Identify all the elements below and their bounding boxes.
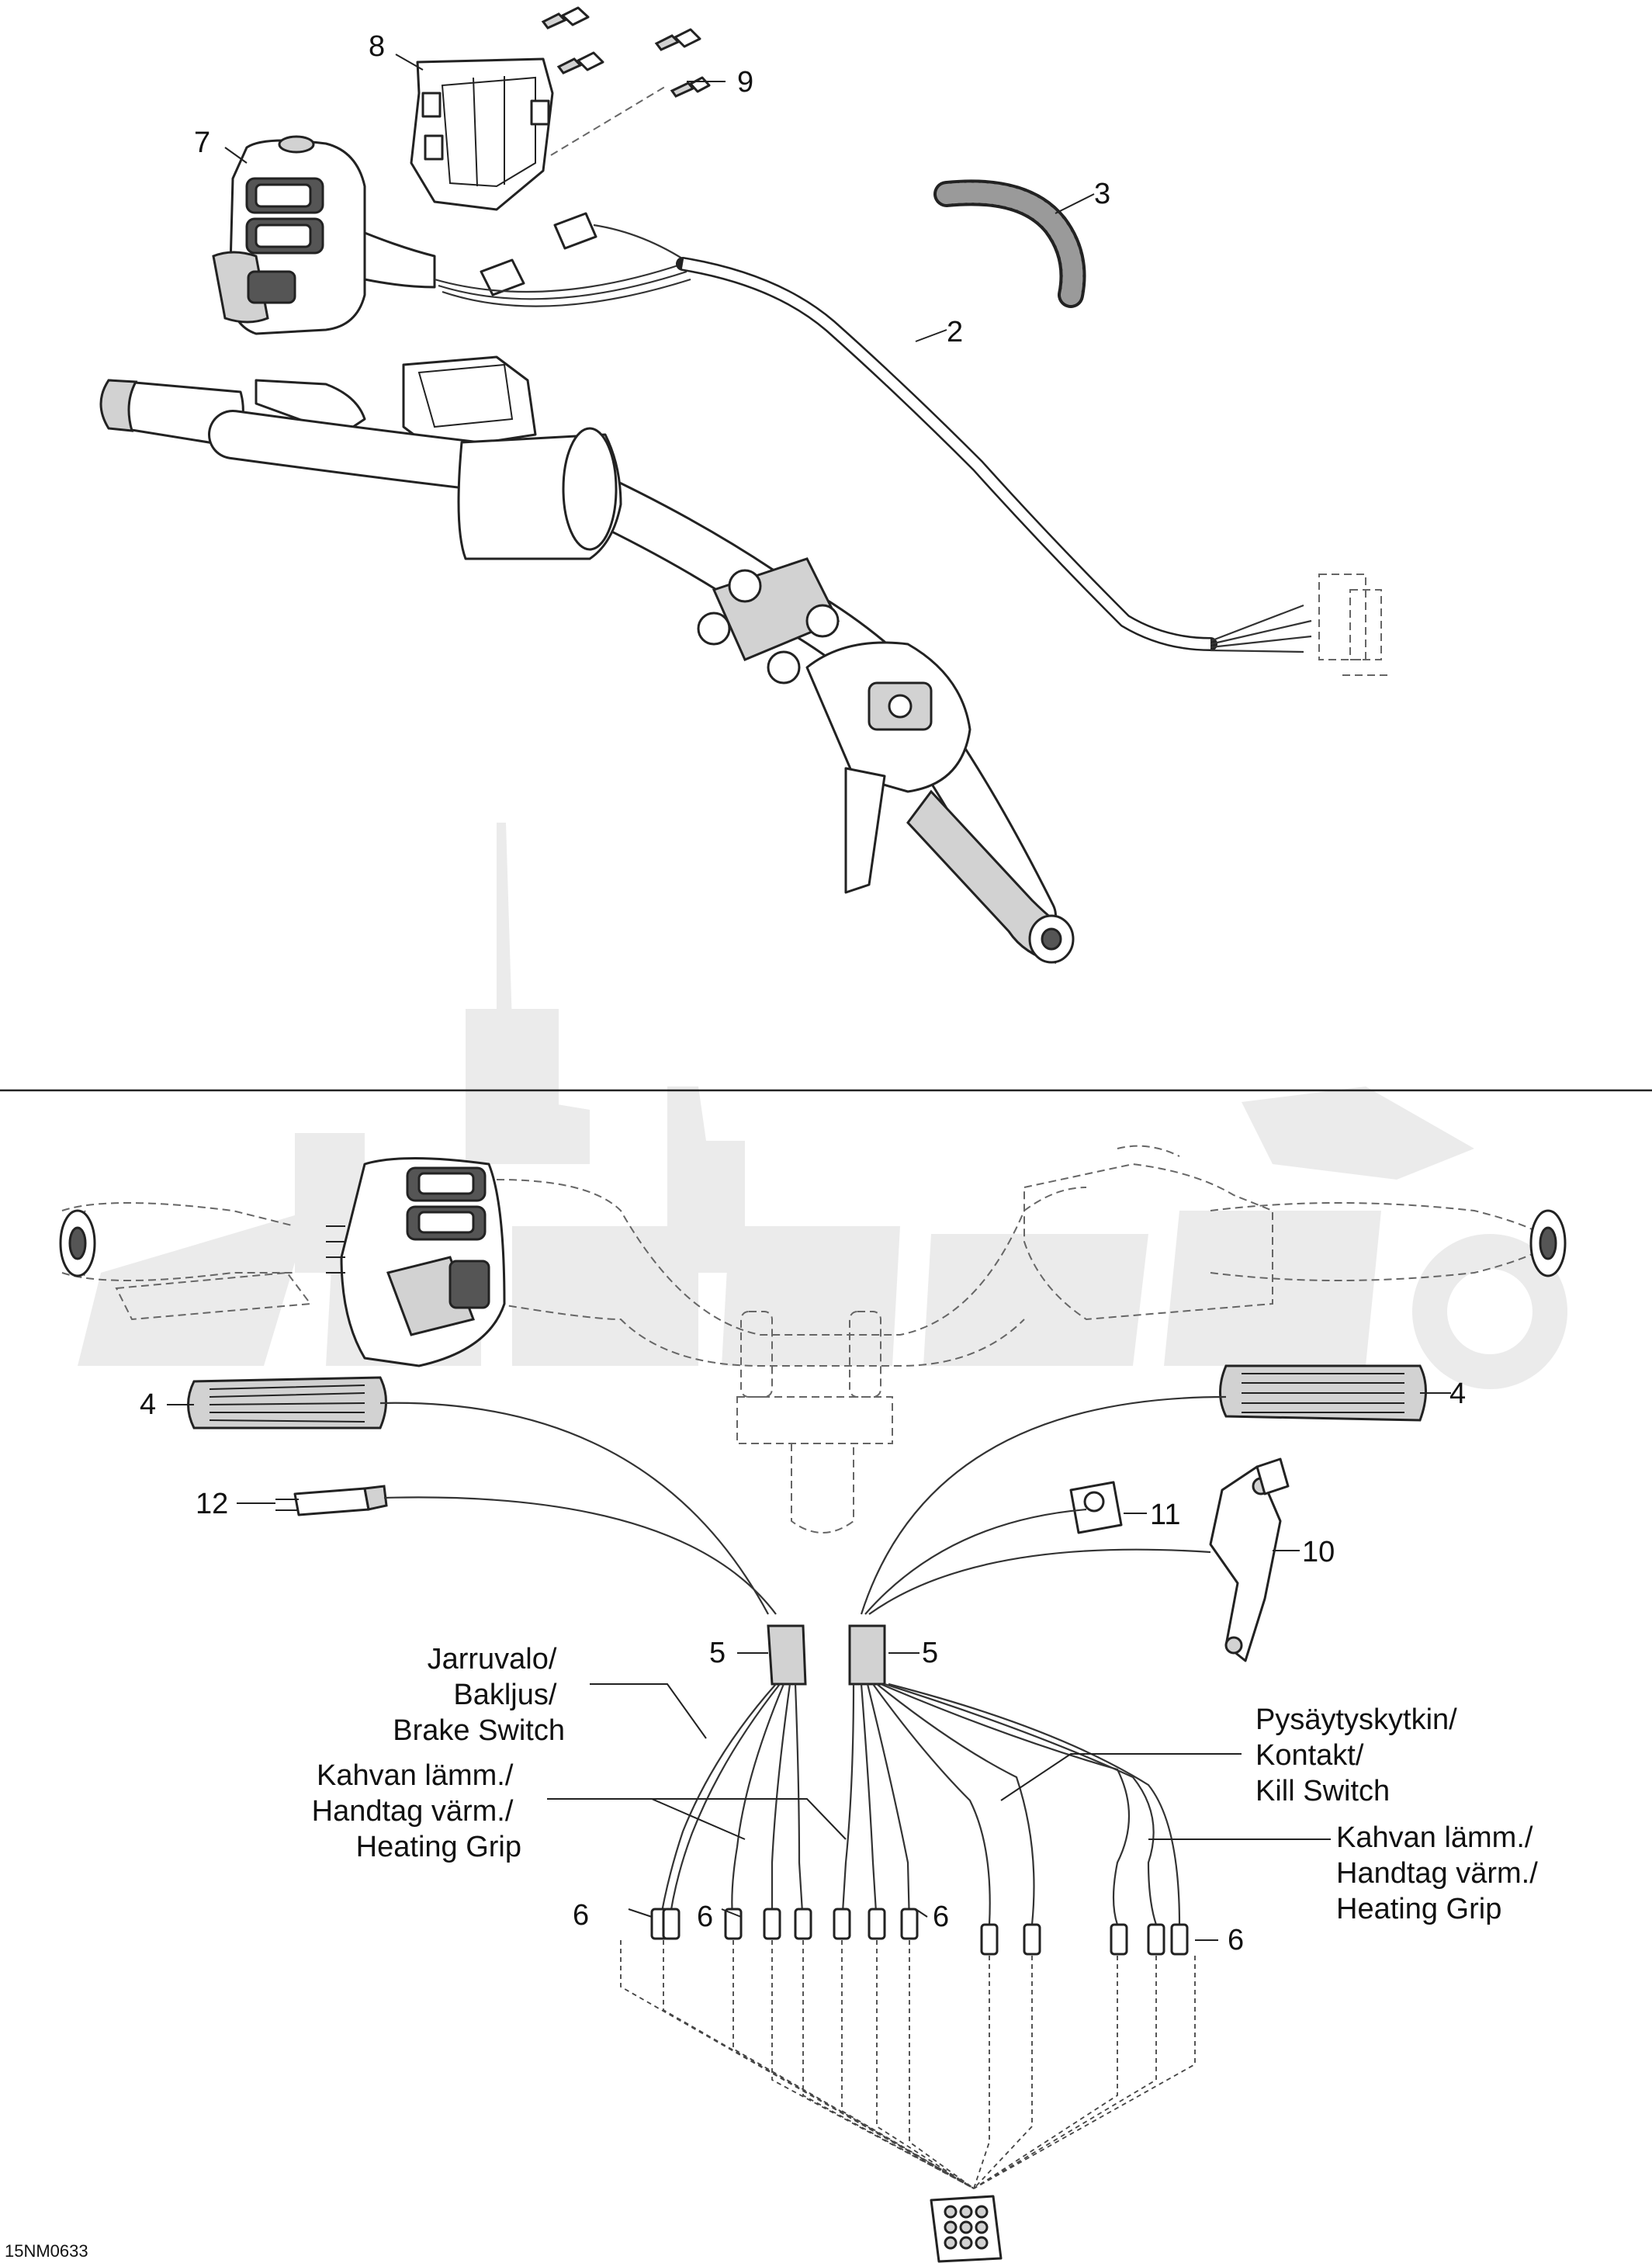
top-assembly: 8 9 7 3 2 <box>99 6 1389 964</box>
brake-switch-line-1: Jarruvalo/ <box>428 1643 557 1676</box>
callout-6-b: 6 <box>697 1901 713 1933</box>
callout-6-d: 6 <box>1228 1924 1244 1956</box>
callout-7: 7 <box>194 126 210 159</box>
sensor-12 <box>275 1485 388 1516</box>
connector-11 <box>1069 1481 1123 1534</box>
callout-9: 9 <box>737 66 753 99</box>
callout-6-a: 6 <box>573 1899 589 1932</box>
brake-switch-line-3: Brake Switch <box>393 1714 565 1747</box>
callout-5-right: 5 <box>922 1637 938 1669</box>
heating-grip-right-line-2: Handtag värm./ <box>1336 1857 1538 1890</box>
callout-4-right: 4 <box>1449 1378 1466 1410</box>
terminals <box>650 1908 1189 1956</box>
heating-grip-right-line-3: Heating Grip <box>1336 1893 1501 1925</box>
kill-switch-line-1: Pysäytyskytkin/ <box>1255 1703 1457 1736</box>
handlebar-top <box>99 355 1075 964</box>
callout-3: 3 <box>1094 178 1110 210</box>
callout-8: 8 <box>369 30 385 63</box>
left-switch-housing-bottom <box>326 1157 506 1367</box>
bottom-assembly: 4 4 12 11 10 5 5 6 6 6 6 Jarruvalo/ Bakl… <box>5 1145 1567 2263</box>
heating-grip-left-line-2: Handtag värm./ <box>312 1795 514 1828</box>
label-heating-grip-right: Kahvan lämm./ Handtag värm./ Heating Gri… <box>1336 1821 1546 1925</box>
small-connectors <box>434 212 691 307</box>
bracket-10 <box>1209 1457 1290 1662</box>
callout-10: 10 <box>1302 1536 1335 1568</box>
kill-switch-line-3: Kill Switch <box>1255 1775 1390 1807</box>
brake-switch-line-2: Bakljus/ <box>453 1679 556 1711</box>
switch-housing-cover <box>410 57 668 211</box>
label-kill-switch: Pysäytyskytkin/ Kontakt/ Kill Switch <box>1255 1703 1465 1807</box>
heating-grip-right-line-1: Kahvan lämm./ <box>1336 1821 1533 1854</box>
callout-5-left: 5 <box>709 1637 726 1669</box>
kill-switch-line-2: Kontakt/ <box>1255 1739 1364 1772</box>
left-switch-housing <box>212 135 436 335</box>
heated-grip-right <box>1219 1364 1427 1422</box>
screw-set <box>541 6 711 98</box>
heated-grip-left <box>187 1376 387 1430</box>
callout-11: 11 <box>1150 1499 1180 1531</box>
handlebar-outline <box>59 1145 1567 1534</box>
harness-sleeves <box>379 1395 1227 1686</box>
heating-grip-left-line-1: Kahvan lämm./ <box>317 1759 514 1792</box>
sleeve-hose <box>933 179 1086 308</box>
harness-wires <box>658 1683 1181 1925</box>
callout-12: 12 <box>196 1488 228 1520</box>
wiring-harness <box>676 257 1389 676</box>
label-brake-switch: Jarruvalo/ Bakljus/ Brake Switch <box>393 1643 565 1747</box>
callout-2: 2 <box>947 316 963 348</box>
watermark-logo <box>78 823 1567 1389</box>
callout-6-c: 6 <box>933 1901 949 1933</box>
label-heating-grip-left: Kahvan lämm./ Handtag värm./ Heating Gri… <box>312 1759 521 1863</box>
callout-4-left: 4 <box>140 1388 156 1421</box>
top-leader-lines <box>224 54 1095 342</box>
connection-dash-lines <box>620 1940 1196 2189</box>
diagram-code: 15NM0633 <box>5 2241 88 2261</box>
multi-pin-connector <box>930 2195 1003 2263</box>
bottom-leader-lines <box>167 1392 1451 1941</box>
heating-grip-left-line-3: Heating Grip <box>356 1831 521 1863</box>
